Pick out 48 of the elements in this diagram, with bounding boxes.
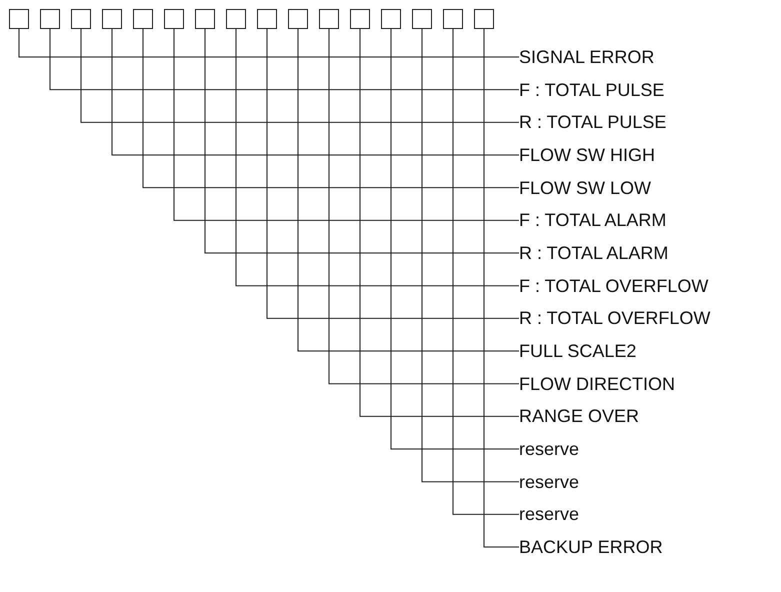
leader-line — [266, 28, 520, 319]
bit-box — [102, 9, 122, 29]
bit-label: R : TOTAL OVERFLOW — [519, 307, 710, 330]
bit-box — [257, 9, 277, 29]
bit-label: reserve — [519, 503, 580, 526]
bit-box — [474, 9, 494, 29]
bit-label: FLOW SW LOW — [519, 176, 651, 199]
leader-line — [18, 28, 520, 58]
leader-line — [484, 28, 520, 548]
bit-box — [71, 9, 91, 29]
bit-label: FLOW SW HIGH — [519, 144, 655, 166]
leader-line — [422, 28, 520, 482]
bit-label: BACKUP ERROR — [519, 536, 663, 558]
leader-line — [236, 28, 520, 286]
bit-box — [164, 9, 184, 29]
leader-line — [360, 28, 520, 417]
bit-box — [381, 9, 401, 29]
leader-line — [80, 28, 520, 123]
bit-box — [412, 9, 432, 29]
bit-box — [133, 9, 153, 29]
leader-line — [328, 28, 520, 384]
bit-label: FULL SCALE2 — [519, 340, 636, 362]
leader-line — [112, 28, 520, 156]
bit-label: FLOW DIRECTION — [519, 372, 675, 395]
bit-label: reserve — [519, 438, 580, 460]
bit-box — [226, 9, 246, 29]
leader-line — [174, 28, 520, 221]
bit-label: F : TOTAL PULSE — [519, 78, 664, 101]
bit-label: R : TOTAL PULSE — [519, 111, 666, 134]
leader-line — [298, 28, 520, 352]
bit-label: F : TOTAL ALARM — [519, 209, 666, 232]
bit-label: RANGE OVER — [519, 405, 640, 428]
bit-label: F : TOTAL OVERFLOW — [519, 274, 708, 297]
bit-box — [9, 9, 29, 29]
bit-box — [40, 9, 60, 29]
leader-line — [50, 28, 520, 90]
bit-box — [195, 9, 215, 29]
bit-label: SIGNAL ERROR — [519, 46, 654, 68]
leader-line — [452, 28, 520, 515]
bit-label: reserve — [519, 470, 580, 493]
leader-line — [390, 28, 520, 450]
bit-label: R : TOTAL ALARM — [519, 242, 668, 264]
bit-box — [319, 9, 339, 29]
bit-box — [288, 9, 308, 29]
leader-line — [204, 28, 520, 254]
leader-line — [142, 28, 520, 188]
bit-box — [443, 9, 463, 29]
bit-box — [350, 9, 370, 29]
